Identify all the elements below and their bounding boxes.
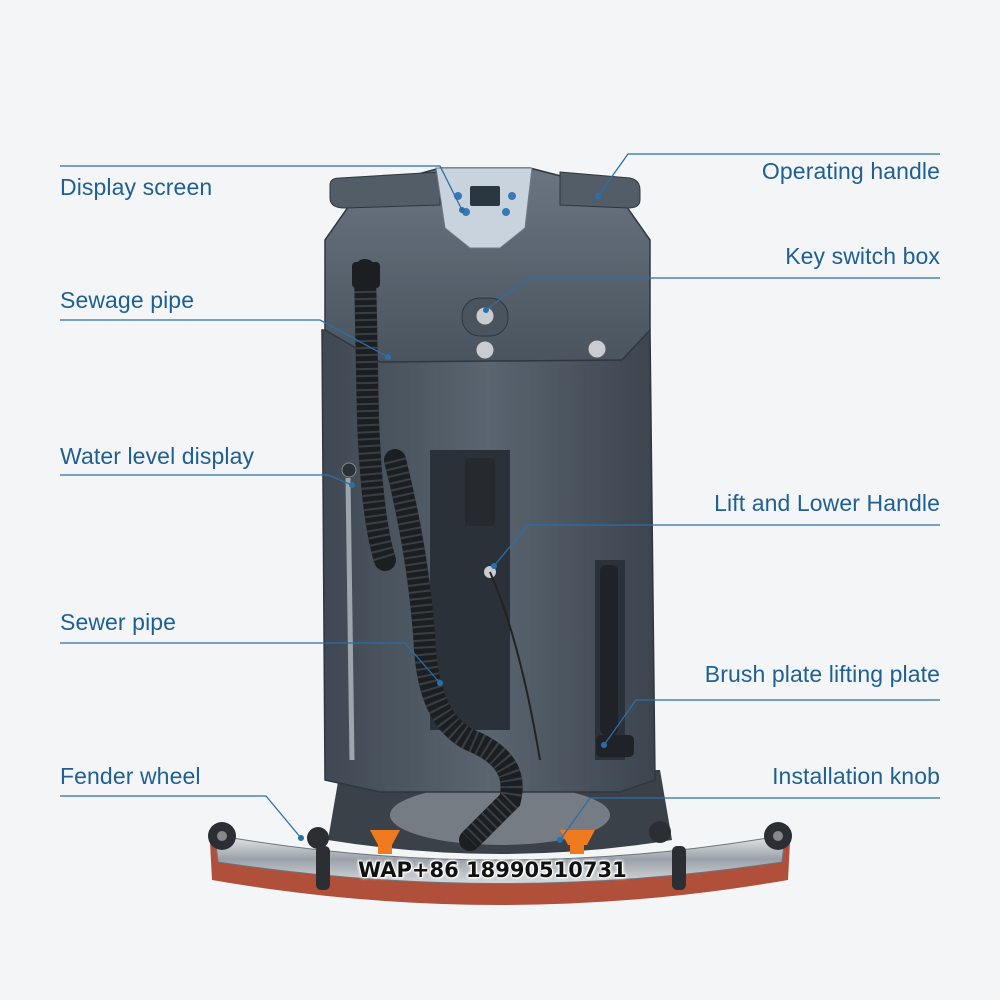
leader-lines — [60, 153, 940, 841]
water-level-tube — [345, 477, 355, 761]
label-lift-lower-handle: Lift and Lower Handle — [714, 490, 940, 516]
label-installation-knob: Installation knob — [772, 763, 940, 789]
label-water-level-display: Water level display — [60, 443, 255, 469]
label-fender-wheel: Fender wheel — [60, 763, 201, 789]
fender-wheel-right — [649, 821, 671, 843]
sewage-pipe — [354, 259, 396, 571]
lcd-screen — [470, 186, 500, 206]
label-sewer-pipe: Sewer pipe — [60, 609, 177, 635]
label-sewage-pipe: Sewage pipe — [60, 287, 195, 313]
lifting-pedal — [596, 735, 634, 757]
display-panel — [435, 167, 533, 249]
squeegee-frame — [214, 834, 786, 884]
watermark-contact: WAP+86 18990510731 — [358, 858, 627, 882]
label-key-switch-box: Key switch box — [785, 243, 940, 269]
label-display-screen: Display screen — [60, 174, 213, 200]
lift-lever — [465, 458, 495, 526]
squeegee-wheels — [208, 822, 792, 890]
label-operating-handle: Operating handle — [761, 158, 940, 184]
fender-wheel-left — [307, 827, 329, 849]
operating-handle — [329, 171, 441, 209]
label-brush-plate-lifting-plate: Brush plate lifting plate — [704, 661, 940, 687]
installation-knobs — [370, 830, 595, 854]
